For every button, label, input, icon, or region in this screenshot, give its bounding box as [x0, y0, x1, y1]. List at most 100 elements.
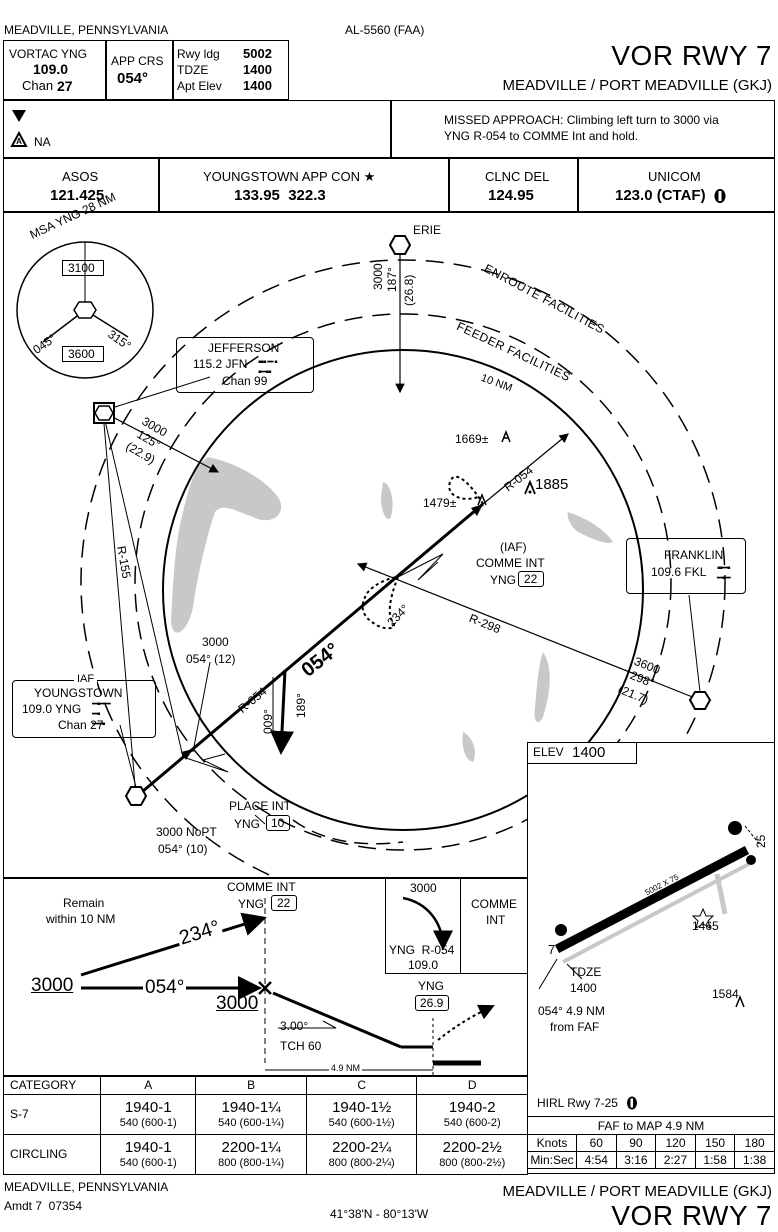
youngstown-name: YOUNGSTOWN	[34, 686, 123, 700]
franklin-morse-icon: ▪▪━▪━▪━	[717, 563, 731, 584]
plan-view	[3, 212, 775, 878]
profile-comme-dme: 22	[277, 896, 291, 910]
time-60: 4:54	[576, 1151, 617, 1169]
profile-alt-left: 3000	[31, 975, 74, 996]
footer-amdt: Amdt 7 07354	[4, 1199, 83, 1213]
erie-label: ERIE	[413, 223, 442, 237]
remain-line-1: Remain	[63, 896, 105, 910]
circ-d-mda: 2200-2½	[442, 1139, 502, 1157]
profile-yng2-box	[415, 995, 449, 1011]
place-dme-box	[266, 815, 290, 831]
cat-d-header: D	[416, 1076, 528, 1095]
youngstown-morse-icon: ━▪━━━▪━━▪	[92, 699, 111, 730]
comm-clnc-label: CLNC DEL	[485, 169, 550, 184]
circ-a-hat: 540 (600-1)	[119, 1156, 177, 1169]
knots-120: 120	[655, 1134, 696, 1152]
comme-yng: YNG	[490, 573, 517, 587]
place-int: PLACE INT	[229, 799, 292, 813]
nopt-line-1: 3000 NoPT	[156, 825, 217, 839]
youngstown-freq: 109.0 YNG	[22, 702, 82, 716]
profile-comme: COMME INT	[227, 880, 296, 894]
comm-unicom-label: UNICOM	[648, 169, 701, 184]
rwy-ldg: 5002	[243, 46, 272, 61]
profile-comme-yng: YNG	[238, 897, 265, 911]
vortac-chan: 27	[57, 78, 73, 94]
place-dme: 10	[271, 816, 285, 830]
category-header: CATEGORY	[3, 1076, 101, 1095]
msa-south: 3600	[68, 347, 95, 361]
tdze-label-sketch: TDZE	[570, 965, 602, 979]
circ-b-hat: 800 (800-1¼)	[218, 1156, 285, 1169]
tdze-label: TDZE	[177, 63, 209, 77]
profile-alt-faf: 3000	[216, 993, 259, 1014]
yng-iaf-label: IAF	[74, 674, 98, 685]
s7-c-mda: 1940-1½	[332, 1099, 392, 1117]
hold-comme-2: INT	[486, 913, 506, 927]
circ-b-mda: 2200-1¼	[221, 1139, 281, 1157]
hold-alt: 3000	[410, 881, 437, 895]
plan-view-graphic	[16, 235, 726, 878]
chart-title: VOR RWY 7	[611, 40, 772, 71]
obstacle-1669: 1669±	[455, 432, 489, 446]
proc-turn-189: 189°	[294, 693, 308, 718]
apt-elev: 1400	[243, 78, 272, 93]
proc-turn-009: 009°	[261, 709, 275, 734]
knots-label: Knots	[527, 1134, 577, 1152]
msa-north: 3100	[68, 261, 95, 275]
apt-elev-label: Apt Elev	[177, 79, 222, 93]
jefferson-box	[176, 337, 314, 393]
comm-asos-freq: 121.425	[50, 187, 105, 204]
hold-comme-1: COMME	[471, 897, 517, 911]
comm-unicom-freq: 123.0 (CTAF)	[615, 187, 706, 204]
knots-60: 60	[576, 1134, 617, 1152]
yng-route-alt: 3000	[202, 635, 229, 649]
yng-route-crs: 054° (12)	[186, 652, 236, 666]
circ-d-hat: 800 (800-2½)	[439, 1156, 506, 1169]
erie-dist: (26.8)	[402, 274, 416, 306]
cat-c-header: C	[305, 1076, 418, 1095]
comme-name: COMME INT	[476, 556, 545, 570]
circ-c-hat: 800 (800-2¼)	[328, 1156, 395, 1169]
header-location: MEADVILLE, PENNSYLVANIA	[4, 23, 169, 37]
jefferson-chan: Chan 99	[222, 374, 268, 388]
elev-value: 1400	[572, 744, 606, 761]
erie-crs: 187°	[385, 267, 399, 292]
hold-freq: 109.0	[408, 958, 439, 972]
obstacle-1465: 1465	[692, 919, 719, 933]
tdze-value-sketch: 1400	[570, 981, 597, 995]
comm-asos-label: ASOS	[62, 169, 99, 184]
jefferson-name: JEFFERSON	[208, 341, 280, 355]
franklin-freq: 109.6 FKL	[651, 565, 707, 579]
tdze: 1400	[243, 62, 272, 77]
jefferson-freq: 115.2 JFN	[193, 357, 248, 371]
timing-title: FAF to MAP 4.9 NM	[527, 1116, 775, 1135]
jefferson-morse-icon: ▪▪▪ ━ ▪▪━▪▪	[258, 357, 278, 378]
runway-25-label: 25	[754, 834, 768, 848]
app-crs: 054°	[117, 70, 149, 87]
profile-yng2: YNG	[418, 979, 445, 993]
msa-north-box	[62, 260, 104, 276]
circ-c-mda: 2200-2¼	[332, 1139, 392, 1157]
s7-a-hat: 540 (600-1)	[119, 1116, 177, 1129]
alternate-na: NA	[34, 135, 51, 149]
elev-label: ELEV	[533, 745, 564, 759]
footer-location: MEADVILLE, PENNSYLVANIA	[4, 1180, 169, 1194]
faf-note-2: from FAF	[550, 1020, 600, 1034]
circling-label: CIRCLING	[3, 1134, 101, 1175]
svg-text:A: A	[16, 137, 22, 146]
vortac-freq: 109.0	[33, 61, 69, 77]
comm-app-label: YOUNGSTOWN APP CON ★	[203, 169, 376, 184]
takeoff-minima-icon: A	[10, 110, 28, 147]
tch: TCH 60	[280, 1039, 322, 1053]
glide-angle: 3.00°	[280, 1019, 309, 1033]
obstacle-1479: 1479±	[423, 496, 457, 510]
comme-iaf: (IAF)	[500, 540, 527, 554]
place-yng: YNG	[234, 817, 261, 831]
time-90: 3:16	[615, 1151, 657, 1169]
rwy-ldg-label: Rwy ldg	[177, 47, 220, 61]
missed-hold-box	[385, 878, 528, 974]
chart-id: AL-5560 (FAA)	[345, 23, 425, 37]
footer-title: VOR RWY 7	[611, 1200, 772, 1231]
franklin-box	[626, 538, 746, 594]
